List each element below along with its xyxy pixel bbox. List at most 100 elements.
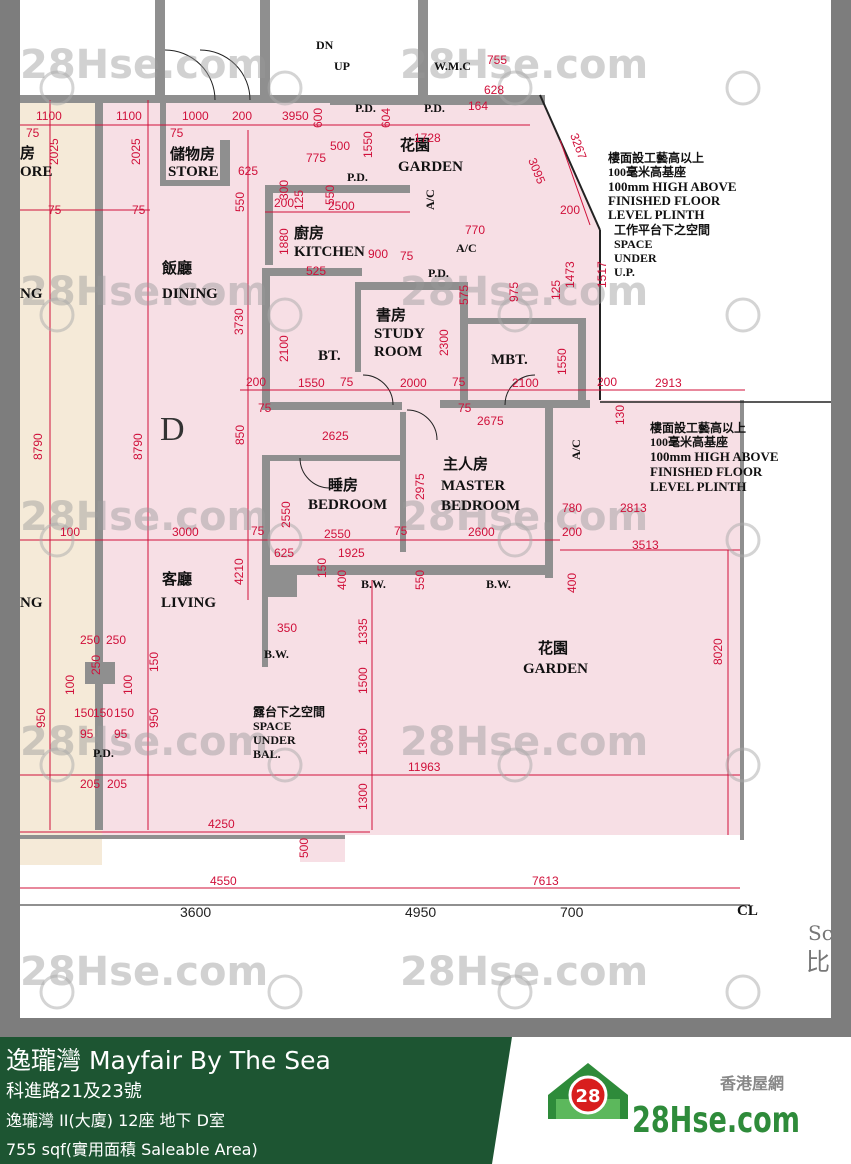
pipe-duct-tag: P.D. [424, 101, 445, 115]
footer-banner: 28 28Hse.com 香港屋網 [0, 1037, 800, 1164]
dim-label: 2913 [655, 376, 682, 390]
dim-label: 8790 [131, 433, 145, 460]
dim-label: 200 [562, 525, 582, 539]
dining-label-zh: 飯廳 [161, 259, 192, 277]
bedroom-label-en: BEDROOM [308, 497, 387, 513]
adjacent-label: Sc [808, 921, 833, 945]
dim-label: 500 [330, 139, 350, 153]
dim-label: 600 [311, 108, 325, 128]
dim-label: 11963 [408, 760, 441, 774]
pipe-duct-tag: P.D. [347, 170, 368, 184]
dim-label: 100 [63, 675, 77, 695]
watermark: 28Hse.com [20, 42, 268, 88]
note-line: BAL. [253, 747, 281, 761]
property-area: 755 sqf(實用面積 Saleable Area) [6, 1140, 258, 1159]
dim-label: 575 [457, 285, 471, 305]
built-in-wardrobe-tag: B.W. [264, 647, 289, 661]
dim-label: 300 [277, 180, 291, 200]
house-logo-icon [548, 1063, 628, 1119]
door-swing [406, 409, 438, 441]
dim-label: 2500 [328, 199, 355, 213]
dim-label: 1517 [595, 261, 609, 288]
dim-label: 2025 [47, 138, 61, 165]
dim-label: 205 [107, 777, 127, 791]
dim-label: 150 [93, 706, 113, 720]
note-line: LEVEL PLINTH [650, 479, 746, 494]
note-line: LEVEL PLINTH [608, 207, 704, 222]
dim-label: 250 [106, 633, 126, 647]
dim-label: 1473 [563, 261, 577, 288]
dim-label: 75 [458, 401, 472, 415]
logo-text: 28Hse.com [632, 1100, 800, 1141]
garden-top-label-en: GARDEN [398, 159, 463, 175]
dimension-labels: 1100 1100 1000 200 3950 600 604 755 628 … [26, 53, 725, 920]
dim-label: 550 [233, 192, 247, 212]
dim-label: 75 [340, 375, 354, 389]
watermark: 28Hse.com [400, 42, 648, 88]
garden-top-label-zh: 花園 [400, 136, 430, 154]
garden-boundary [539, 94, 601, 231]
dim-label: 2550 [324, 527, 351, 541]
door-swing [362, 374, 394, 406]
master-bedroom-label-en: MASTER [441, 478, 505, 494]
note-line: 樓面設工藝高以上 [608, 150, 704, 165]
dim-label: 2813 [620, 501, 647, 515]
dim-label: 75 [48, 203, 62, 217]
dim-label: 2675 [477, 414, 504, 428]
note-line: FINISHED FLOOR [650, 464, 763, 479]
door-swing [299, 457, 331, 489]
note-line: UNDER [614, 251, 657, 265]
walls [20, 0, 744, 840]
dim-label: 205 [80, 777, 100, 791]
dim-label: 625 [238, 164, 258, 178]
dim-label: 75 [394, 524, 408, 538]
listing-footer: 28 28Hse.com 香港屋網 逸瓏灣 Mayfair By The Sea… [0, 1037, 851, 1164]
property-address: 科進路21及23號 [6, 1081, 142, 1102]
dim-label: 250 [89, 655, 103, 675]
dim-label: 75 [132, 203, 146, 217]
pipe-duct-tag: P.D. [355, 101, 376, 115]
dim-label: 1300 [356, 783, 370, 810]
dim-label: 2975 [413, 473, 427, 500]
dim-label: 75 [26, 126, 40, 140]
living-label-zh: 客廳 [161, 570, 192, 588]
dim-label: 1925 [338, 546, 365, 560]
dim-label: 900 [368, 247, 388, 261]
study-label-zh: 書房 [376, 306, 406, 324]
stair-up-label: UP [334, 59, 350, 73]
dim-label: 604 [379, 108, 393, 128]
dim-label: 550 [323, 185, 337, 205]
floor-plan: 28Hse.com 28Hse.com 28Hse.com 28Hse.com … [20, 0, 833, 1018]
dim-label: 100 [121, 675, 135, 695]
ac-tag: A/C [456, 241, 477, 255]
watermark: 28Hse.com [400, 719, 648, 765]
dim-label: 770 [465, 223, 485, 237]
living-label-en: LIVING [161, 595, 216, 611]
dim-label: 975 [507, 282, 521, 302]
ac-tag: A/C [569, 439, 583, 460]
kitchen-label-en: KITCHEN [294, 244, 365, 260]
dim-label: 95 [114, 727, 128, 741]
wmc-label: W.M.C [434, 59, 471, 73]
logo-chinese: 香港屋網 [719, 1074, 784, 1093]
dim-label: 625 [274, 546, 294, 560]
dim-label: 1100 [36, 109, 62, 123]
dim-label: 8020 [711, 638, 725, 665]
unit-area [102, 95, 740, 862]
dim-label: 130 [613, 405, 627, 425]
store-label-zh: 儲物房 [170, 145, 215, 163]
stair-down-label: DN [316, 38, 334, 52]
dim-label: 3000 [172, 525, 199, 539]
dim-label: 2100 [277, 335, 291, 362]
note-line: 樓面設工藝高以上 [650, 420, 746, 435]
ac-tag: A/C [423, 189, 437, 210]
dim-label: 125 [292, 190, 306, 210]
watermark: 28Hse.com [400, 494, 648, 540]
dim-label: 780 [562, 501, 582, 515]
dim-label: 150 [315, 558, 329, 578]
adjacent-store-en: ORE [20, 164, 53, 180]
master-bathroom-label: MBT. [491, 352, 528, 368]
dim-label: 75 [452, 375, 466, 389]
dim-label: 755 [487, 53, 507, 67]
dim-label: 200 [560, 203, 580, 217]
